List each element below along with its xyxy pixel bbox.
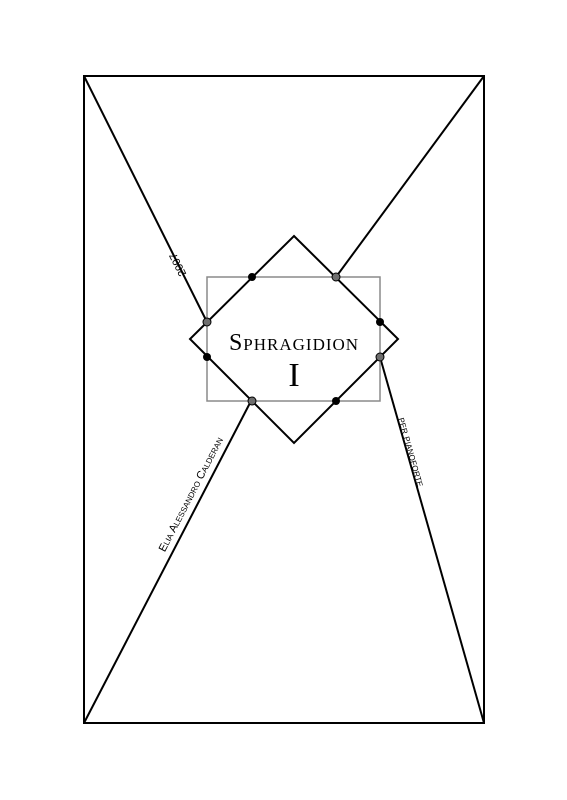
diagonal-bottom-left	[83, 400, 252, 724]
diagonal-top-right	[335, 75, 485, 278]
central-diamond	[188, 234, 400, 445]
year-label: 2007	[167, 251, 189, 278]
node-right-upper	[376, 318, 384, 326]
node-left-lower	[203, 353, 211, 361]
diagonal-bottom-right	[379, 356, 485, 724]
title: Sphragidion	[229, 330, 359, 356]
composer-label: Elia Alessandro Calderan	[157, 435, 226, 554]
node-bottom-right	[332, 397, 340, 405]
outer-frame	[83, 75, 485, 724]
node-left-upper	[202, 317, 212, 327]
title-numeral: I	[288, 357, 299, 394]
node-bottom-left	[247, 396, 257, 406]
junction-nodes	[202, 272, 385, 406]
instrument-label: per pianoforte	[395, 416, 426, 488]
node-right-lower	[375, 352, 385, 362]
node-top-left	[248, 273, 256, 281]
node-top-right	[331, 272, 341, 282]
inner-box	[206, 276, 381, 402]
diagonal-top-left	[83, 75, 208, 323]
